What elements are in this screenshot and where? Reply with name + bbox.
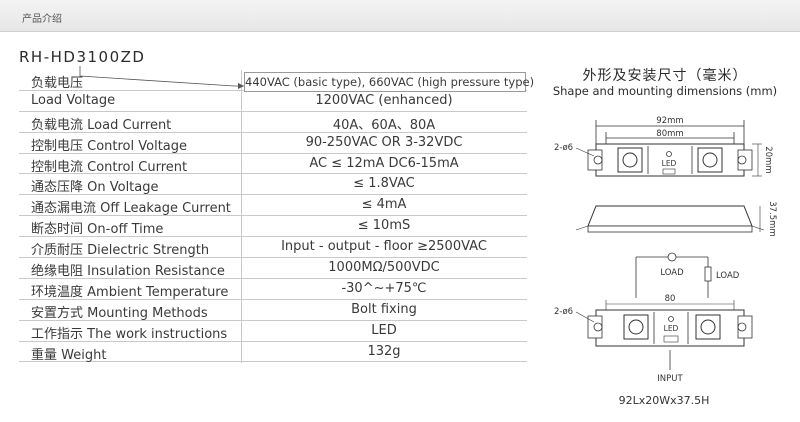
spec-label: Load Voltage xyxy=(31,92,116,108)
column-divider xyxy=(241,70,242,363)
spec-label: 控制电压 Control Voltage xyxy=(31,138,188,154)
spec-label: 负载电流 Load Current xyxy=(31,117,172,133)
terminal-screw-icon xyxy=(702,152,718,168)
input-label: INPUT xyxy=(657,374,683,384)
spec-row: 重量 Weight 132g xyxy=(19,342,527,363)
spec-label: 断态时间 On-off Time xyxy=(31,222,164,238)
spec-row: 安置方式 Mounting Methods Bolt fixing xyxy=(19,300,527,321)
spec-label: 重量 Weight xyxy=(31,347,107,363)
spec-value: Input - output - floor ≥2500VAC xyxy=(281,239,487,255)
load-icon xyxy=(667,252,677,262)
spec-label: 绝缘电阻 Insulation Resistance xyxy=(31,264,225,280)
terminal-screw-icon xyxy=(628,319,644,335)
spec-value: ≤ 10mS xyxy=(357,218,411,234)
spec-row: 介质耐压 Dielectric Strength Input - output … xyxy=(19,237,527,258)
spec-value: 40A、60A、80A xyxy=(332,117,436,133)
spec-label: 安置方式 Mounting Methods xyxy=(31,305,208,321)
relay-side-view xyxy=(587,205,753,227)
spec-label: 环境温度 Ambient Temperature xyxy=(31,284,229,300)
spec-label: 通态漏电流 Off Leakage Current xyxy=(31,201,231,217)
dim-span-bottom: 80 xyxy=(665,294,676,304)
dimensions-title-en: Shape and mounting dimensions (mm) xyxy=(552,84,778,98)
spec-value: 1000MΩ/500VDC xyxy=(328,260,440,276)
spec-value: -30^~+75℃ xyxy=(341,280,427,296)
mounting-hole-icon xyxy=(593,155,603,165)
spec-row: 控制电压 Control Voltage 90-250VAC OR 3-32VD… xyxy=(19,133,527,154)
spec-value: ≤ 1.8VAC xyxy=(353,176,415,192)
model-number: RH-HD3100ZD xyxy=(19,48,146,66)
hole-label-bottom: 2-ø6 xyxy=(554,307,573,317)
spec-value-highlighted: 440VAC (basic type), 660VAC (high pressu… xyxy=(244,72,534,92)
dim-width-inner: 80mm xyxy=(656,129,683,139)
spec-row: 通态漏电流 Off Leakage Current ≤ 4mA xyxy=(19,195,527,216)
spec-row: Load Voltage 1200VAC (enhanced) xyxy=(19,91,527,112)
spec-row: 负载电流 Load Current 40A、60A、80A xyxy=(19,112,527,133)
terminal-screw-icon xyxy=(700,319,716,335)
spec-value: 1200VAC (enhanced) xyxy=(315,92,453,108)
overall-dimensions: 92Lx20Wx37.5H xyxy=(619,394,710,407)
mounting-hole-icon xyxy=(737,155,747,165)
spec-value: ≤ 4mA xyxy=(361,197,407,213)
spec-value: 90-250VAC OR 3-32VDC xyxy=(305,134,463,150)
dimensions-title-cn: 外形及安装尺寸（毫米） xyxy=(582,68,748,84)
load-label-top: LOAD xyxy=(660,268,684,278)
mounting-hole-icon xyxy=(593,322,603,332)
spec-label: 控制电流 Control Current xyxy=(31,159,188,175)
spec-value: Bolt fixing xyxy=(351,301,417,317)
spec-value: 132g xyxy=(367,343,401,359)
dimension-drawing: 92mm 80mm LED 2-ø6 20mm 37.5mm LOAD LOAD… xyxy=(554,116,777,407)
dim-width-outer: 92mm xyxy=(656,116,683,126)
spec-row: 环境温度 Ambient Temperature -30^~+75℃ xyxy=(19,279,527,300)
spec-row: 通态压降 On Voltage ≤ 1.8VAC xyxy=(19,174,527,195)
led-label-top: LED xyxy=(662,159,677,168)
spec-table: 负载电压 Load Voltage 1200VAC (enhanced) 负载电… xyxy=(19,70,527,363)
led-icon xyxy=(666,151,672,157)
hole-label-top: 2-ø6 xyxy=(554,143,573,153)
spec-row: 控制电流 Control Current AC ≤ 12mA DC6-15mA xyxy=(19,154,527,175)
load-resistor-icon xyxy=(704,266,712,282)
spec-label: 介质耐压 Dielectric Strength xyxy=(31,243,210,259)
spec-value: LED xyxy=(371,322,397,338)
led-label-bottom: LED xyxy=(664,324,679,333)
dim-depth: 37.5mm xyxy=(767,201,777,237)
spec-label: 负载电压 xyxy=(31,76,84,91)
spec-value: AC ≤ 12mA DC6-15mA xyxy=(309,155,459,171)
mounting-hole-icon xyxy=(737,322,747,332)
led-icon xyxy=(668,316,674,322)
spec-row: 工作指示 The work instructions LED xyxy=(19,321,527,342)
spec-row: 断态时间 On-off Time ≤ 10mS xyxy=(19,216,527,237)
dim-height: 20mm xyxy=(763,146,773,173)
spec-row: 绝缘电阻 Insulation Resistance 1000MΩ/500VDC xyxy=(19,258,527,279)
header-bar: 产品介绍 xyxy=(0,0,800,32)
header-title: 产品介绍 xyxy=(22,14,62,25)
spec-label: 工作指示 The work instructions xyxy=(31,326,228,342)
spec-label: 通态压降 On Voltage xyxy=(31,180,159,196)
terminal-screw-icon xyxy=(622,152,638,168)
load-label-right: LOAD xyxy=(716,271,740,281)
